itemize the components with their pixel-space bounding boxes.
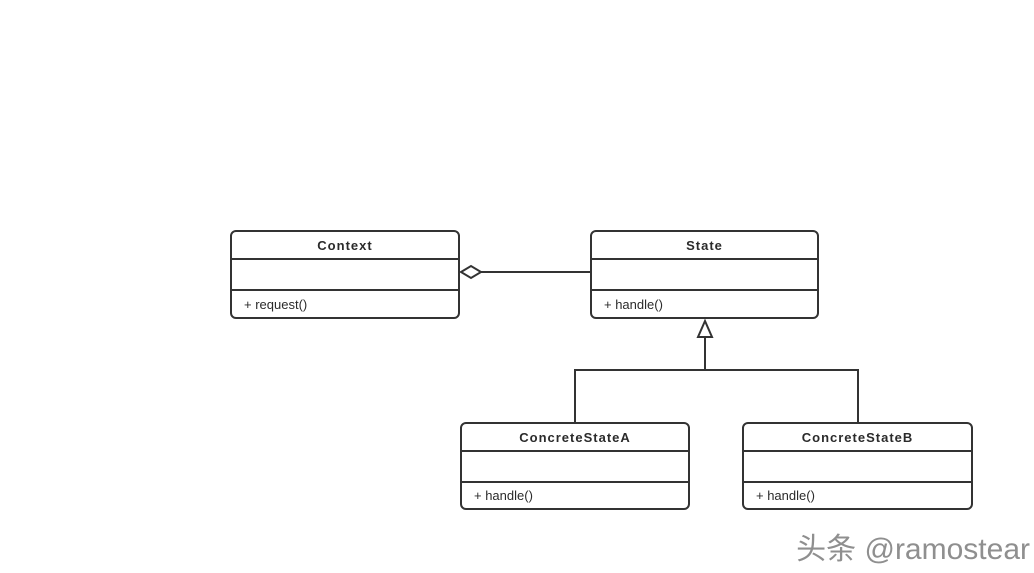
class-box-concrete-state-b: ConcreteStateB + handle() — [742, 422, 973, 510]
class-method: + request() — [244, 296, 308, 312]
class-attributes-section — [744, 452, 971, 483]
aggregation-diamond-icon — [459, 264, 483, 280]
class-attributes-section — [592, 260, 817, 291]
class-title: Context — [232, 232, 458, 260]
class-title: ConcreteStateB — [744, 424, 971, 452]
watermark-text: 头条 @ramostear — [796, 533, 1030, 566]
class-box-state: State + handle() — [590, 230, 819, 319]
class-box-concrete-state-a: ConcreteStateA + handle() — [460, 422, 690, 510]
class-attributes-section — [462, 452, 688, 483]
inheritance-connector — [574, 318, 859, 422]
class-title: ConcreteStateA — [462, 424, 688, 452]
class-title: State — [592, 232, 817, 260]
class-method: + handle() — [756, 488, 815, 503]
class-method: + handle() — [474, 488, 533, 503]
class-box-context: Context + request() — [230, 230, 460, 319]
class-attributes-section — [232, 260, 458, 291]
inheritance-triangle-icon — [696, 318, 714, 338]
class-method: + handle() — [604, 296, 663, 312]
aggregation-connector — [459, 264, 590, 280]
